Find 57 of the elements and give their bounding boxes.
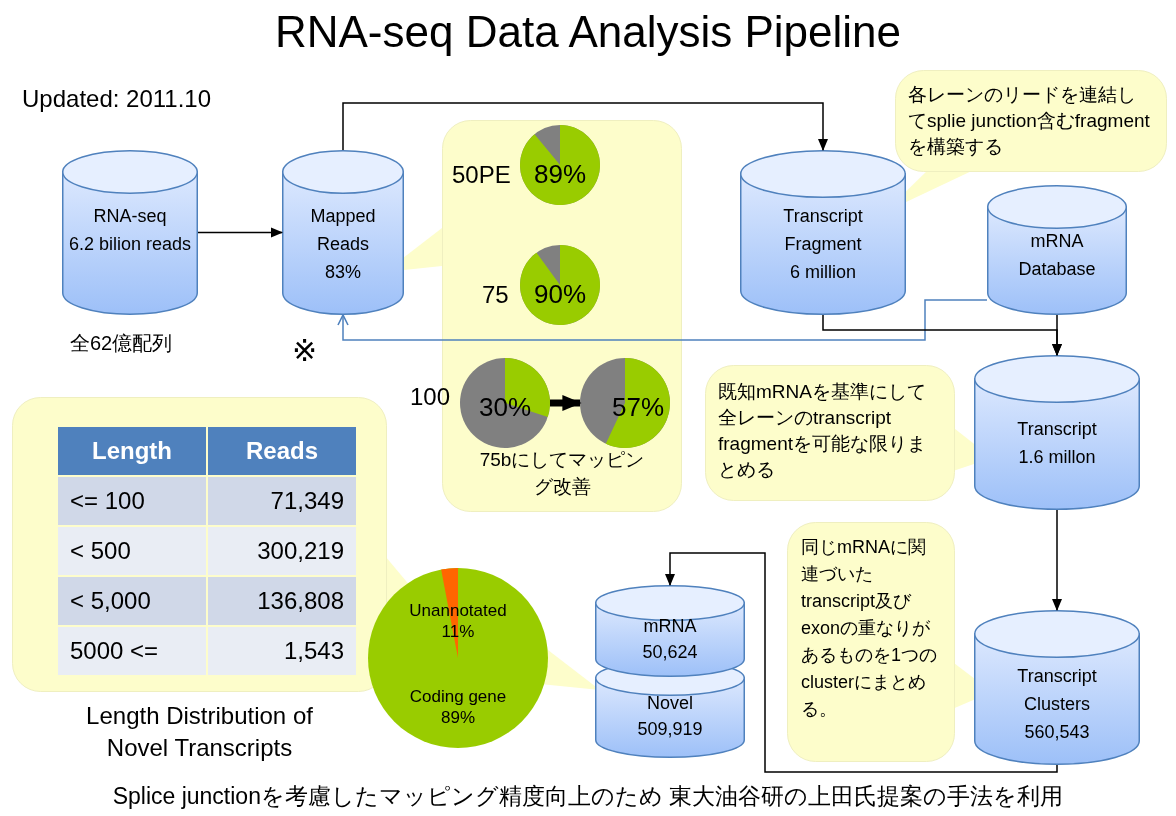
arrow (1052, 509, 1062, 611)
node-label: 同じmRNAに関連づいたtranscript及びexonの重なりがあるものを1つのclusterにまとめる。 (801, 536, 938, 721)
node-label: Unannotated 11% (408, 600, 508, 642)
column-header: Reads (208, 427, 356, 475)
database-cylinder (974, 610, 1140, 765)
table-cell: < 5,000 (58, 577, 206, 625)
database-cylinder (62, 150, 198, 315)
node-label: 75bにしてマッピング改善 (478, 448, 646, 499)
node-label: 6.2 bilion reads (67, 233, 193, 256)
node-label: 89% (532, 159, 587, 189)
callout-bubble (705, 365, 955, 501)
note-text: Updated: 2011.10 (22, 84, 212, 114)
node-label: Novel 509,919 (636, 692, 704, 741)
node-label: Length Distribution of Novel Transcripts (85, 701, 314, 763)
node-label: mRNA 50,624 (641, 615, 699, 664)
arrow (1052, 314, 1062, 356)
column-header: Length (58, 427, 206, 475)
node-label: Transcript Fragment 6 million (782, 205, 864, 284)
database-cylinder (282, 150, 404, 315)
arrow (665, 552, 1058, 773)
node-caption: 100 (410, 382, 451, 412)
node-label: mRNA Database (1017, 230, 1097, 281)
node-caption: 75 (482, 280, 509, 310)
arrow (337, 299, 988, 341)
arrow (197, 227, 283, 238)
database-cylinder (740, 150, 906, 315)
table-cell: 300,219 (208, 527, 356, 575)
node-label: 各レーンのリードを連結してsplie junction含むfragmentを構築する (908, 83, 1151, 159)
table-cell: 136,808 (208, 577, 356, 625)
table-cell: <= 100 (58, 477, 206, 525)
note-text: Splice junctionを考慮したマッピング精度向上のため 東大油谷研の上田氏提案の手法を利用 (111, 782, 1065, 811)
pie-chart (368, 568, 548, 748)
node-label: Transcript Clusters 560,543 (1016, 665, 1098, 744)
diagram-title: RNA-seq Data Analysis Pipeline (273, 6, 903, 58)
pie-chart (520, 245, 600, 325)
reference-mark: ※ (292, 333, 318, 369)
node-label: Transcript 1.6 millon (1016, 418, 1098, 469)
database-cylinder (987, 185, 1127, 315)
database-cylinder (974, 355, 1140, 510)
node-label: 90% (532, 279, 587, 309)
arrow (550, 395, 582, 411)
pie-chart (520, 125, 600, 205)
node-label: RNA-seq (92, 205, 168, 228)
node-label: Mapped Reads 83% (309, 205, 377, 284)
node-caption: 全62億配列 (70, 331, 173, 356)
table-cell: < 500 (58, 527, 206, 575)
arrow (342, 102, 828, 151)
pie-chart (460, 358, 550, 448)
node-caption: 50PE (452, 160, 511, 190)
table-cell: 5000 <= (58, 627, 206, 675)
callout-bubble (787, 522, 955, 762)
node-label: 既知mRNAを基準にして全レーンのtranscript fragmentを可能な限りまとめる (718, 380, 927, 482)
database-cylinder (595, 585, 745, 677)
table-cell: 1,543 (208, 627, 356, 675)
node-label: Coding gene 89% (408, 686, 508, 728)
table-cell: 71,349 (208, 477, 356, 525)
node-label: 30% (477, 392, 532, 422)
